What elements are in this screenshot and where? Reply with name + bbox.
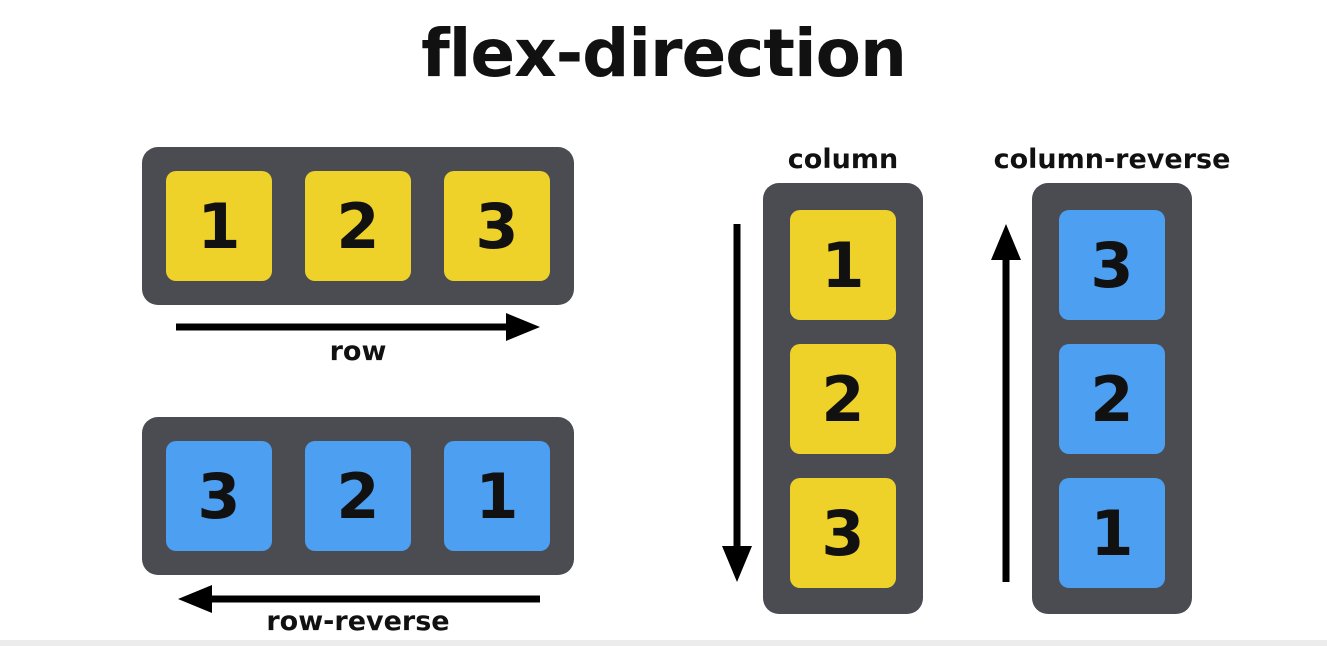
column-reverse-item-1: 1 xyxy=(1059,478,1165,588)
row-reverse-item-3: 3 xyxy=(166,441,272,551)
diagram-title: flex-direction xyxy=(421,15,907,92)
column-reverse-label: column-reverse xyxy=(993,144,1231,175)
row-reverse-container: 3 2 1 xyxy=(142,417,574,575)
row-item-2: 2 xyxy=(305,171,411,281)
row-container: 1 2 3 xyxy=(142,147,574,305)
column-arrow-down-icon xyxy=(722,224,752,582)
row-item-3: 3 xyxy=(444,171,550,281)
row-item-1: 1 xyxy=(166,171,272,281)
row-reverse-item-2: 2 xyxy=(305,441,411,551)
column-reverse-arrow-up-icon xyxy=(991,224,1021,582)
column-container: 1 2 3 xyxy=(763,183,923,614)
bottom-strip xyxy=(0,640,1327,646)
row-reverse-arrow-left-icon xyxy=(178,585,540,613)
column-label: column xyxy=(787,144,899,175)
column-reverse-container: 3 2 1 xyxy=(1032,183,1192,614)
row-reverse-item-1: 1 xyxy=(444,441,550,551)
row-label: row xyxy=(329,336,387,367)
column-item-1: 1 xyxy=(790,210,896,320)
row-reverse-label: row-reverse xyxy=(266,606,450,637)
column-reverse-item-3: 3 xyxy=(1059,210,1165,320)
row-arrow-right-icon xyxy=(176,313,540,341)
column-item-3: 3 xyxy=(790,478,896,588)
column-item-2: 2 xyxy=(790,344,896,454)
column-reverse-item-2: 2 xyxy=(1059,344,1165,454)
